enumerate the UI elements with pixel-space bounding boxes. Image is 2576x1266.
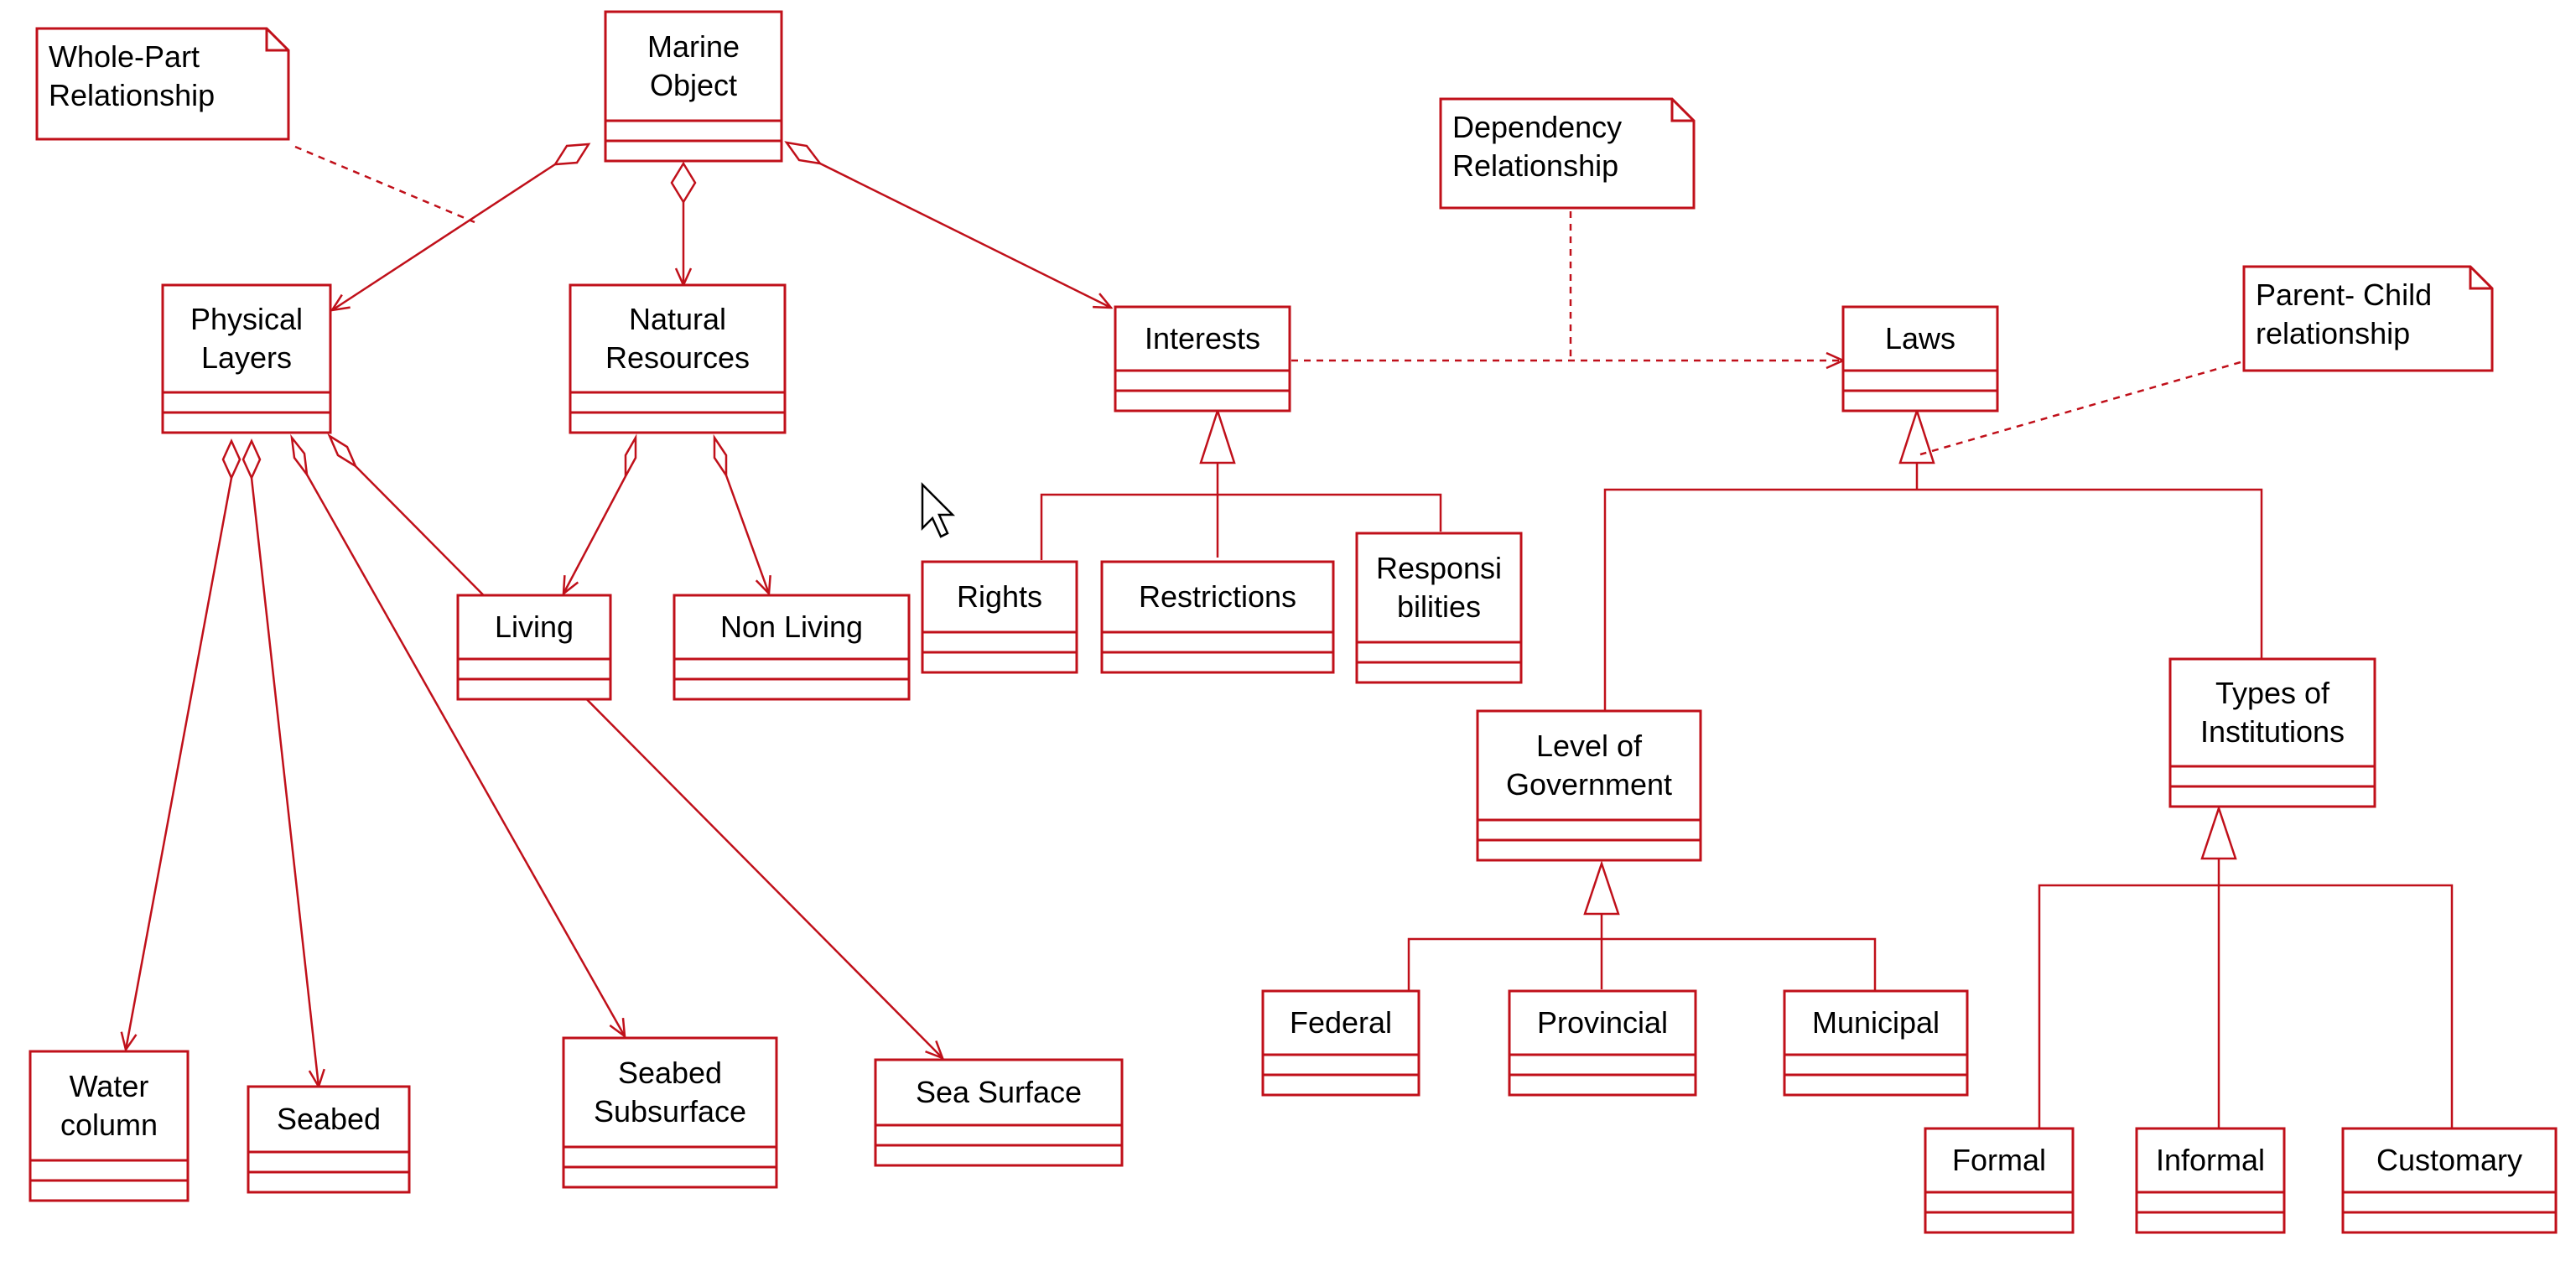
note-whole-part-text-line: Whole-Part [49, 39, 200, 74]
edge-marine-object-to-physical-layers [332, 143, 591, 310]
edge-physical-layers-to-seabed-subsurface [290, 433, 625, 1036]
class-formal[interactable]: Formal [1924, 1127, 2075, 1234]
aggregation-edges [126, 141, 1111, 1087]
class-water-column-name-line: column [60, 1108, 158, 1142]
class-informal-name-line: Informal [2156, 1143, 2265, 1177]
class-provincial[interactable]: Provincial [1508, 989, 1697, 1097]
class-responsibilities[interactable]: Responsi bilities [1355, 532, 1523, 684]
note-connectors [294, 145, 2241, 456]
class-municipal[interactable]: Municipal [1783, 989, 1969, 1097]
class-natural-resources-name-line: Natural [629, 302, 726, 336]
class-informal[interactable]: Informal [2135, 1127, 2286, 1234]
generalization-edges-interests [1040, 407, 1442, 560]
class-physical-layers-name-line: Physical [190, 302, 303, 336]
class-responsibilities-name-line: bilities [1397, 589, 1481, 624]
edge-physical-layers-to-sea-surface [327, 433, 943, 1058]
class-seabed-name-line: Seabed [277, 1102, 381, 1136]
generalization-edges-laws [1603, 407, 2263, 711]
class-customary-name-line: Customary [2376, 1143, 2522, 1177]
note-connector-whole-part [294, 145, 475, 224]
edge-physical-layers-to-seabed [242, 438, 319, 1087]
class-sea-surface-name-line: Sea Surface [916, 1075, 1082, 1109]
class-laws[interactable]: Laws [1841, 305, 1999, 412]
class-non-living[interactable]: Non Living [673, 594, 911, 701]
class-customary[interactable]: Customary [2341, 1127, 2558, 1234]
note-parent-child[interactable]: Parent- Child relationship [2242, 265, 2494, 372]
note-dependency-text-line: Relationship [1452, 148, 1618, 183]
edge-marine-object-to-natural-resources [670, 161, 697, 285]
note-whole-part-text-line: Relationship [49, 78, 215, 112]
class-marine-object-name-line: Marine [647, 29, 740, 64]
class-restrictions[interactable]: Restrictions [1100, 560, 1335, 674]
class-physical-layers-name-line: Layers [201, 340, 292, 375]
class-restrictions-name-line: Restrictions [1139, 579, 1296, 614]
class-responsibilities-name-line: Responsi [1376, 551, 1502, 585]
class-rights-name-line: Rights [957, 579, 1042, 614]
mouse-cursor-icon [921, 481, 956, 538]
class-seabed-subsurface-name-line: Seabed [618, 1056, 722, 1090]
class-rights[interactable]: Rights [921, 560, 1078, 674]
class-level-of-government-name-line: Government [1506, 767, 1672, 802]
class-laws-name-line: Laws [1885, 321, 1955, 355]
note-connector-parent-child [1919, 361, 2241, 456]
note-parent-child-text-line: relationship [2256, 316, 2410, 350]
class-federal-name-line: Federal [1290, 1005, 1392, 1040]
edge-natural-resources-to-living [564, 433, 637, 594]
generalization-edges-types-of-institutions [2038, 805, 2454, 1128]
class-types-of-institutions-name-line: Institutions [2200, 714, 2345, 749]
class-types-of-institutions-name-line: Types of [2215, 676, 2330, 710]
class-federal[interactable]: Federal [1261, 989, 1420, 1097]
class-seabed[interactable]: Seabed [247, 1085, 411, 1194]
class-living-name-line: Living [495, 610, 574, 644]
class-water-column-name-line: Water [70, 1069, 149, 1103]
generalization-edges-level-of-government [1407, 860, 1877, 991]
class-sea-surface[interactable]: Sea Surface [874, 1058, 1124, 1167]
class-marine-object-name-line: Object [650, 68, 737, 102]
edge-natural-resources-to-non-living [713, 433, 769, 594]
class-formal-name-line: Formal [1952, 1143, 2046, 1177]
edge-physical-layers-to-water-column [126, 438, 242, 1050]
class-municipal-name-line: Municipal [1812, 1005, 1940, 1040]
note-parent-child-text-line: Parent- Child [2256, 278, 2432, 312]
note-dependency-text-line: Dependency [1452, 110, 1622, 144]
class-natural-resources-name-line: Resources [605, 340, 750, 375]
class-provincial-name-line: Provincial [1537, 1005, 1668, 1040]
class-living[interactable]: Living [456, 594, 612, 701]
class-non-living-name-line: Non Living [720, 610, 863, 644]
class-level-of-government-name-line: Level of [1536, 729, 1643, 763]
class-interests[interactable]: Interests [1114, 305, 1291, 412]
edge-marine-object-to-interests [784, 141, 1111, 308]
class-level-of-government[interactable]: Level of Government [1476, 709, 1702, 862]
class-interests-name-line: Interests [1145, 321, 1260, 355]
class-water-column[interactable]: Water column [29, 1050, 190, 1202]
class-types-of-institutions[interactable]: Types of Institutions [2168, 657, 2376, 808]
class-seabed-subsurface-name-line: Subsurface [594, 1094, 746, 1129]
note-boxes: Whole-PartRelationshipDependencyRelation… [35, 27, 2494, 372]
